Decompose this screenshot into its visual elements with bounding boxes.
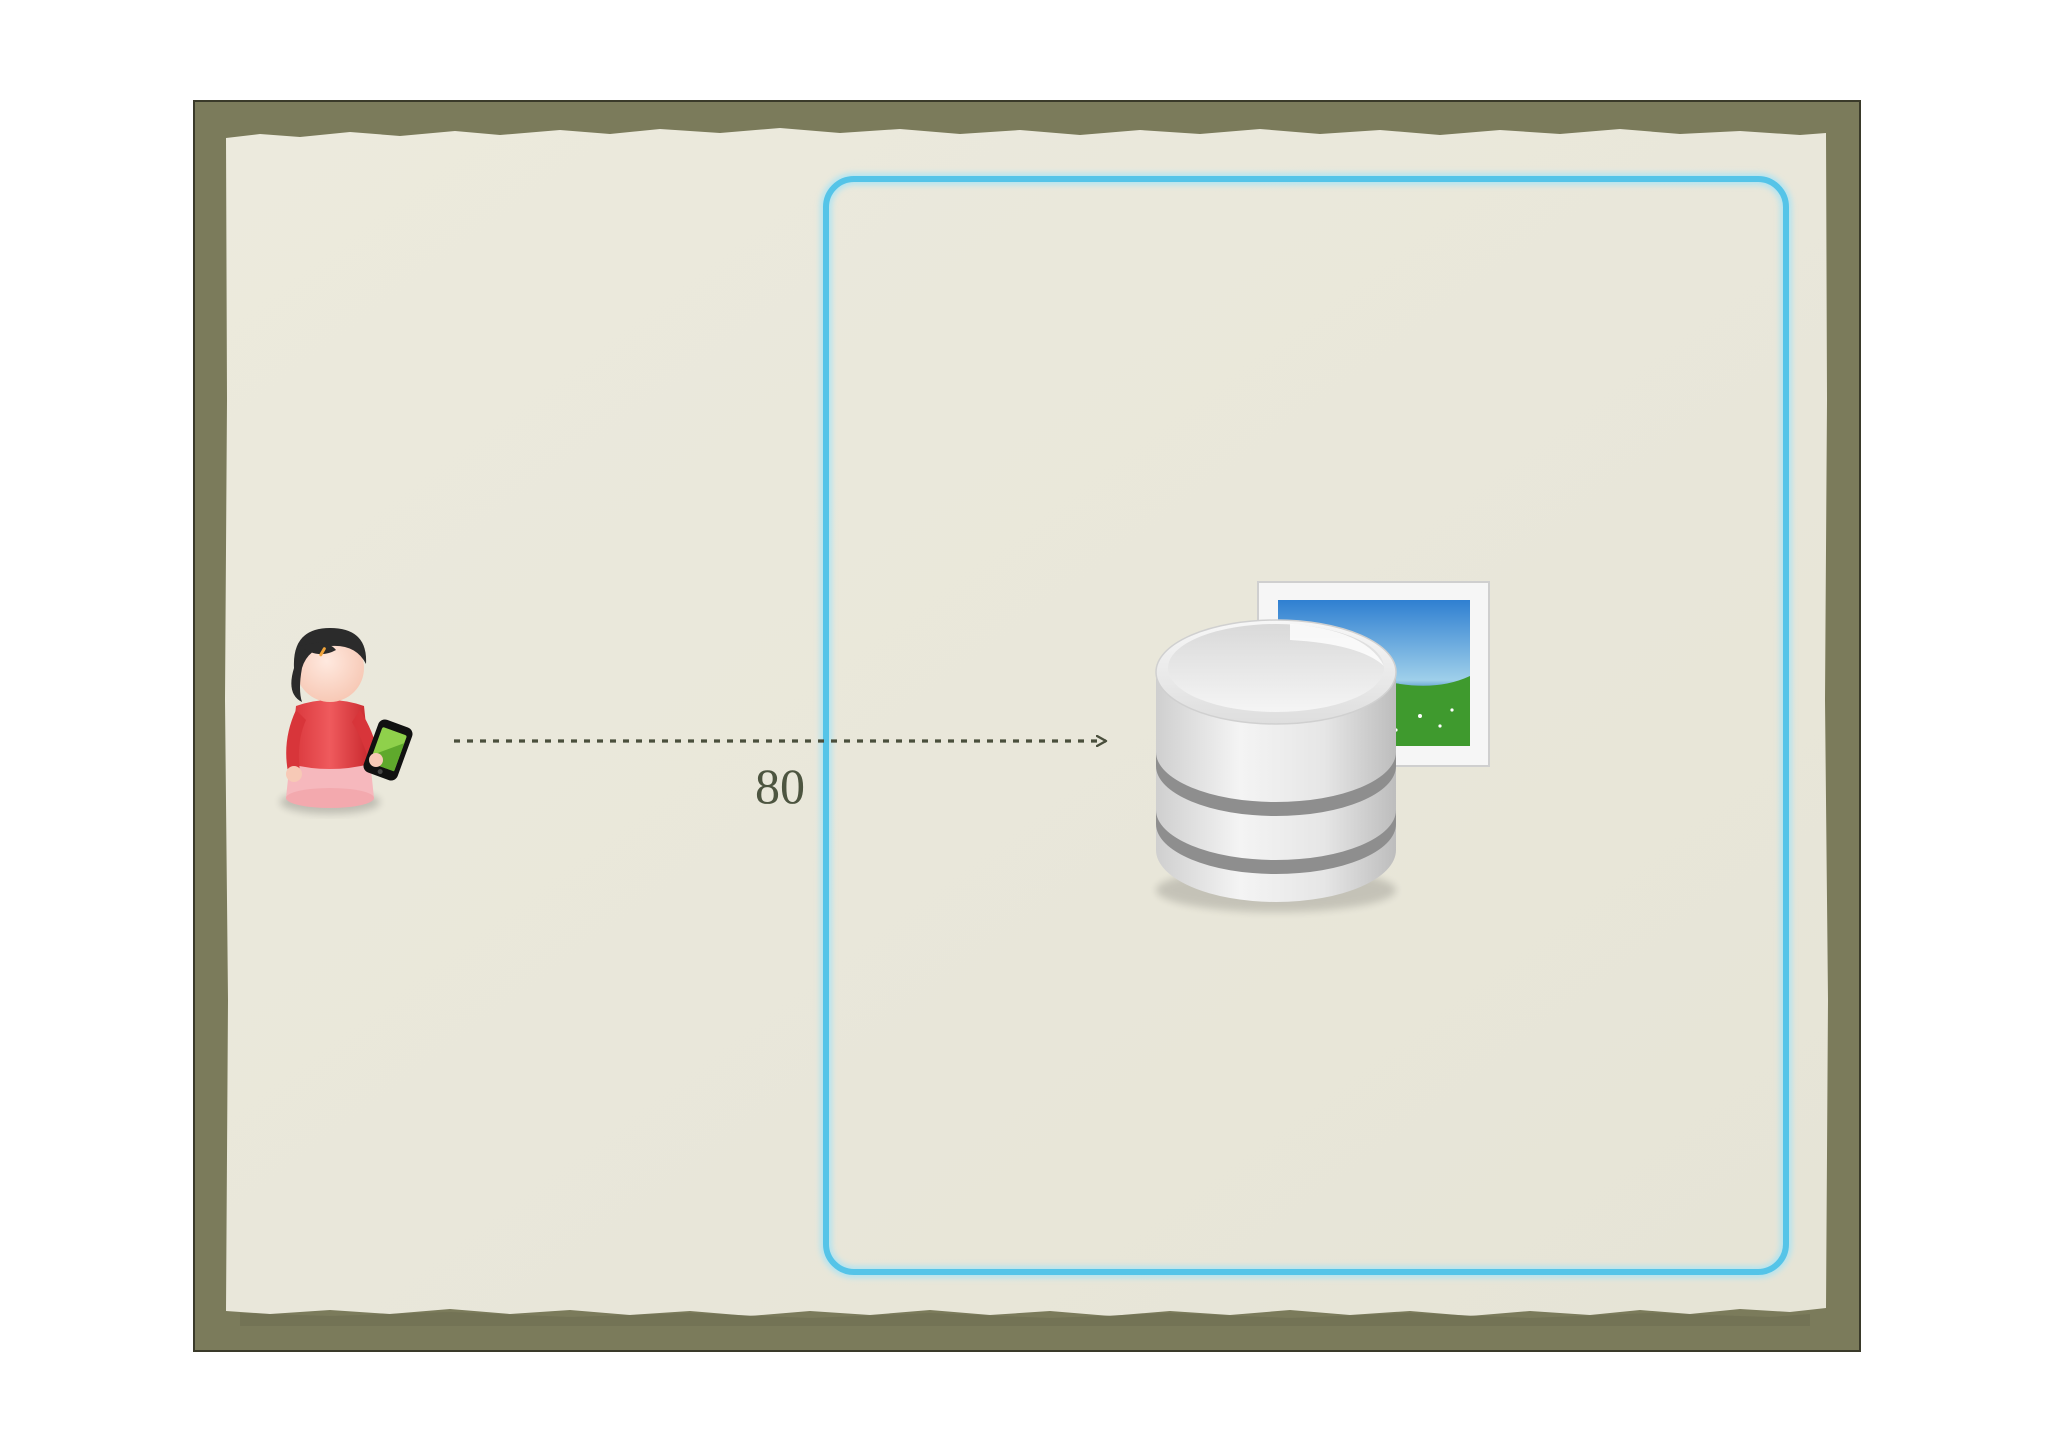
paper-bottom-shadow bbox=[240, 1312, 1810, 1326]
database-icon bbox=[1155, 619, 1397, 912]
connection-port-label: 80 bbox=[755, 758, 805, 814]
paper-sheet bbox=[225, 128, 1828, 1316]
user-with-phone-icon bbox=[280, 628, 413, 814]
system-boundary bbox=[823, 176, 1789, 1275]
